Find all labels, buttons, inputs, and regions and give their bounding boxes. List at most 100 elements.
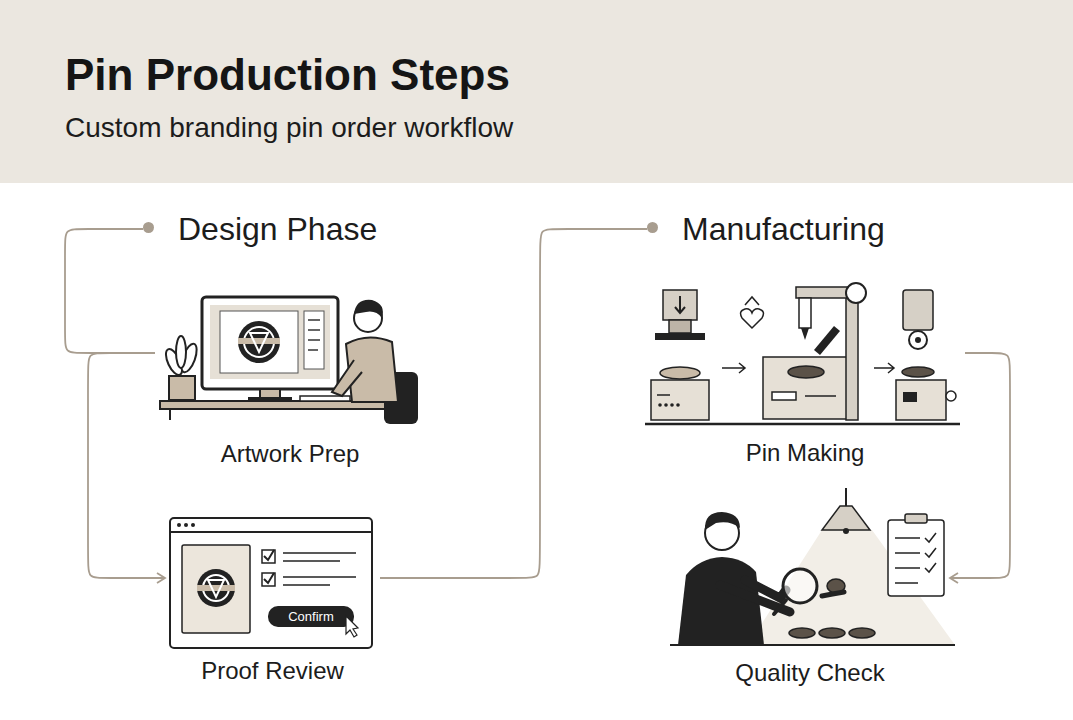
process-step: Artwork Prep xyxy=(155,285,425,468)
phase-heading: Design Phase xyxy=(143,210,377,248)
flow-connector xyxy=(88,353,165,578)
proof-window-illustration-part xyxy=(170,518,372,648)
monitor-part xyxy=(304,311,324,369)
monitor-part xyxy=(210,305,330,379)
inspector-illustration-part xyxy=(774,600,786,614)
pin-machine-illustration-part xyxy=(657,394,670,396)
flow-connector xyxy=(65,229,155,353)
proof-window-illustration-part xyxy=(264,550,274,560)
pin-machine-illustration-part xyxy=(664,403,668,407)
designer-desk-illustration-part xyxy=(169,409,171,420)
designer-desk-illustration xyxy=(160,297,418,424)
proof-window-illustration-part xyxy=(182,545,250,633)
inspector-illustration-part xyxy=(925,533,936,542)
proof-window-illustration-part xyxy=(197,585,235,591)
monitor-part xyxy=(308,349,318,351)
pin-machine-illustration-part xyxy=(846,283,866,303)
pin-machine-illustration-part xyxy=(903,290,933,330)
pin-machine-illustration-part xyxy=(805,395,836,397)
inspector-illustration xyxy=(670,488,955,645)
monitor-part xyxy=(260,389,280,398)
inspector-illustration-part xyxy=(845,488,847,506)
proof-window-illustration-part xyxy=(262,550,275,563)
inspector-illustration-part xyxy=(925,563,936,572)
pin-machine-illustration-part xyxy=(788,366,824,378)
inspector-illustration-part xyxy=(925,548,936,557)
inspector-illustration-part xyxy=(822,592,844,596)
inspector-illustration-part xyxy=(888,520,944,596)
designer-part xyxy=(354,300,383,318)
monitor-part xyxy=(308,339,320,341)
pin-machine-illustration-part xyxy=(915,337,921,343)
step-label: Artwork Prep xyxy=(155,440,425,468)
inspector-illustration-part xyxy=(822,506,870,530)
pin-machine-illustration-part xyxy=(896,380,946,420)
inspector-illustration-part xyxy=(789,628,815,638)
monitor-part xyxy=(238,338,280,344)
plant-part xyxy=(176,336,186,368)
pin-machine-illustration-part xyxy=(675,296,685,313)
pin-machine-illustration-part xyxy=(669,320,691,333)
pin-machine-illustration-part xyxy=(902,367,934,377)
designer xyxy=(332,300,418,424)
inspector-illustration-part xyxy=(670,644,955,646)
pin-machine-illustration-part xyxy=(745,297,759,305)
heading-dot xyxy=(647,222,658,233)
pin-machine-illustration-part xyxy=(763,357,849,419)
process-step: Proof Review xyxy=(165,512,380,685)
proof-window-illustration-part xyxy=(262,573,275,586)
inspector-illustration-part xyxy=(905,514,927,523)
pin-machine-illustration-part xyxy=(670,403,674,407)
proof-window-illustration-part xyxy=(208,580,224,597)
phase-heading: Manufacturing xyxy=(647,210,885,248)
monitor-part xyxy=(250,333,268,352)
monitor-part xyxy=(308,329,320,331)
step-label: Proof Review xyxy=(165,657,380,685)
monitor-part xyxy=(238,321,280,363)
inspector-illustration-part xyxy=(895,552,920,554)
pin-machine-illustration-part xyxy=(814,326,840,355)
pin-machine-illustration-part xyxy=(645,423,960,426)
inspector-illustration-part xyxy=(783,569,817,603)
pin-machine-illustration xyxy=(645,283,960,424)
pin-machine-illustration-part xyxy=(946,391,956,401)
inspector-illustration-part xyxy=(843,528,849,534)
heading-dot xyxy=(143,222,154,233)
pin-machine-illustration-part xyxy=(909,331,927,349)
step-label: Pin Making xyxy=(645,439,965,467)
button-label: Confirm xyxy=(288,609,334,625)
phase-title: Manufacturing xyxy=(682,210,885,248)
pin-machine-illustration-part xyxy=(676,403,680,407)
proof-window-illustration-part xyxy=(177,523,181,527)
pin-machine-illustration-part xyxy=(655,333,705,340)
pin-machine-illustration-part xyxy=(741,309,764,328)
pin-machine-illustration-part xyxy=(874,363,894,373)
inspector-illustration-part xyxy=(849,628,875,638)
pin-machine-illustration-part xyxy=(772,392,796,400)
step-label: Quality Check xyxy=(670,659,950,687)
cursor xyxy=(346,616,358,637)
proof-window-illustration-part xyxy=(170,531,372,533)
pin-machine-illustration-part xyxy=(801,328,809,340)
proof-window-illustration-part xyxy=(264,573,274,583)
inspector-illustration-part xyxy=(705,512,740,530)
inspector-illustration-part xyxy=(895,537,920,539)
pin-machine-illustration-part xyxy=(846,296,858,420)
proof-window-illustration-part xyxy=(184,523,188,527)
pin-machine-illustration-part xyxy=(663,290,697,320)
phase-title: Design Phase xyxy=(178,210,377,248)
pin-machine-illustration-part xyxy=(903,392,917,402)
monitor-part xyxy=(202,297,338,389)
inspector-illustration-part xyxy=(895,567,920,569)
proof-window-illustration xyxy=(170,518,372,648)
proof-window-illustration-part xyxy=(283,584,330,586)
pin-machine-illustration-part xyxy=(722,363,745,373)
monitor-part xyxy=(220,311,298,373)
monitor xyxy=(202,297,338,401)
pin-machine-illustration-part xyxy=(658,403,662,407)
proof-window-illustration-part xyxy=(191,523,195,527)
designer-part xyxy=(332,360,362,396)
proof-window-illustration-part xyxy=(283,576,356,578)
